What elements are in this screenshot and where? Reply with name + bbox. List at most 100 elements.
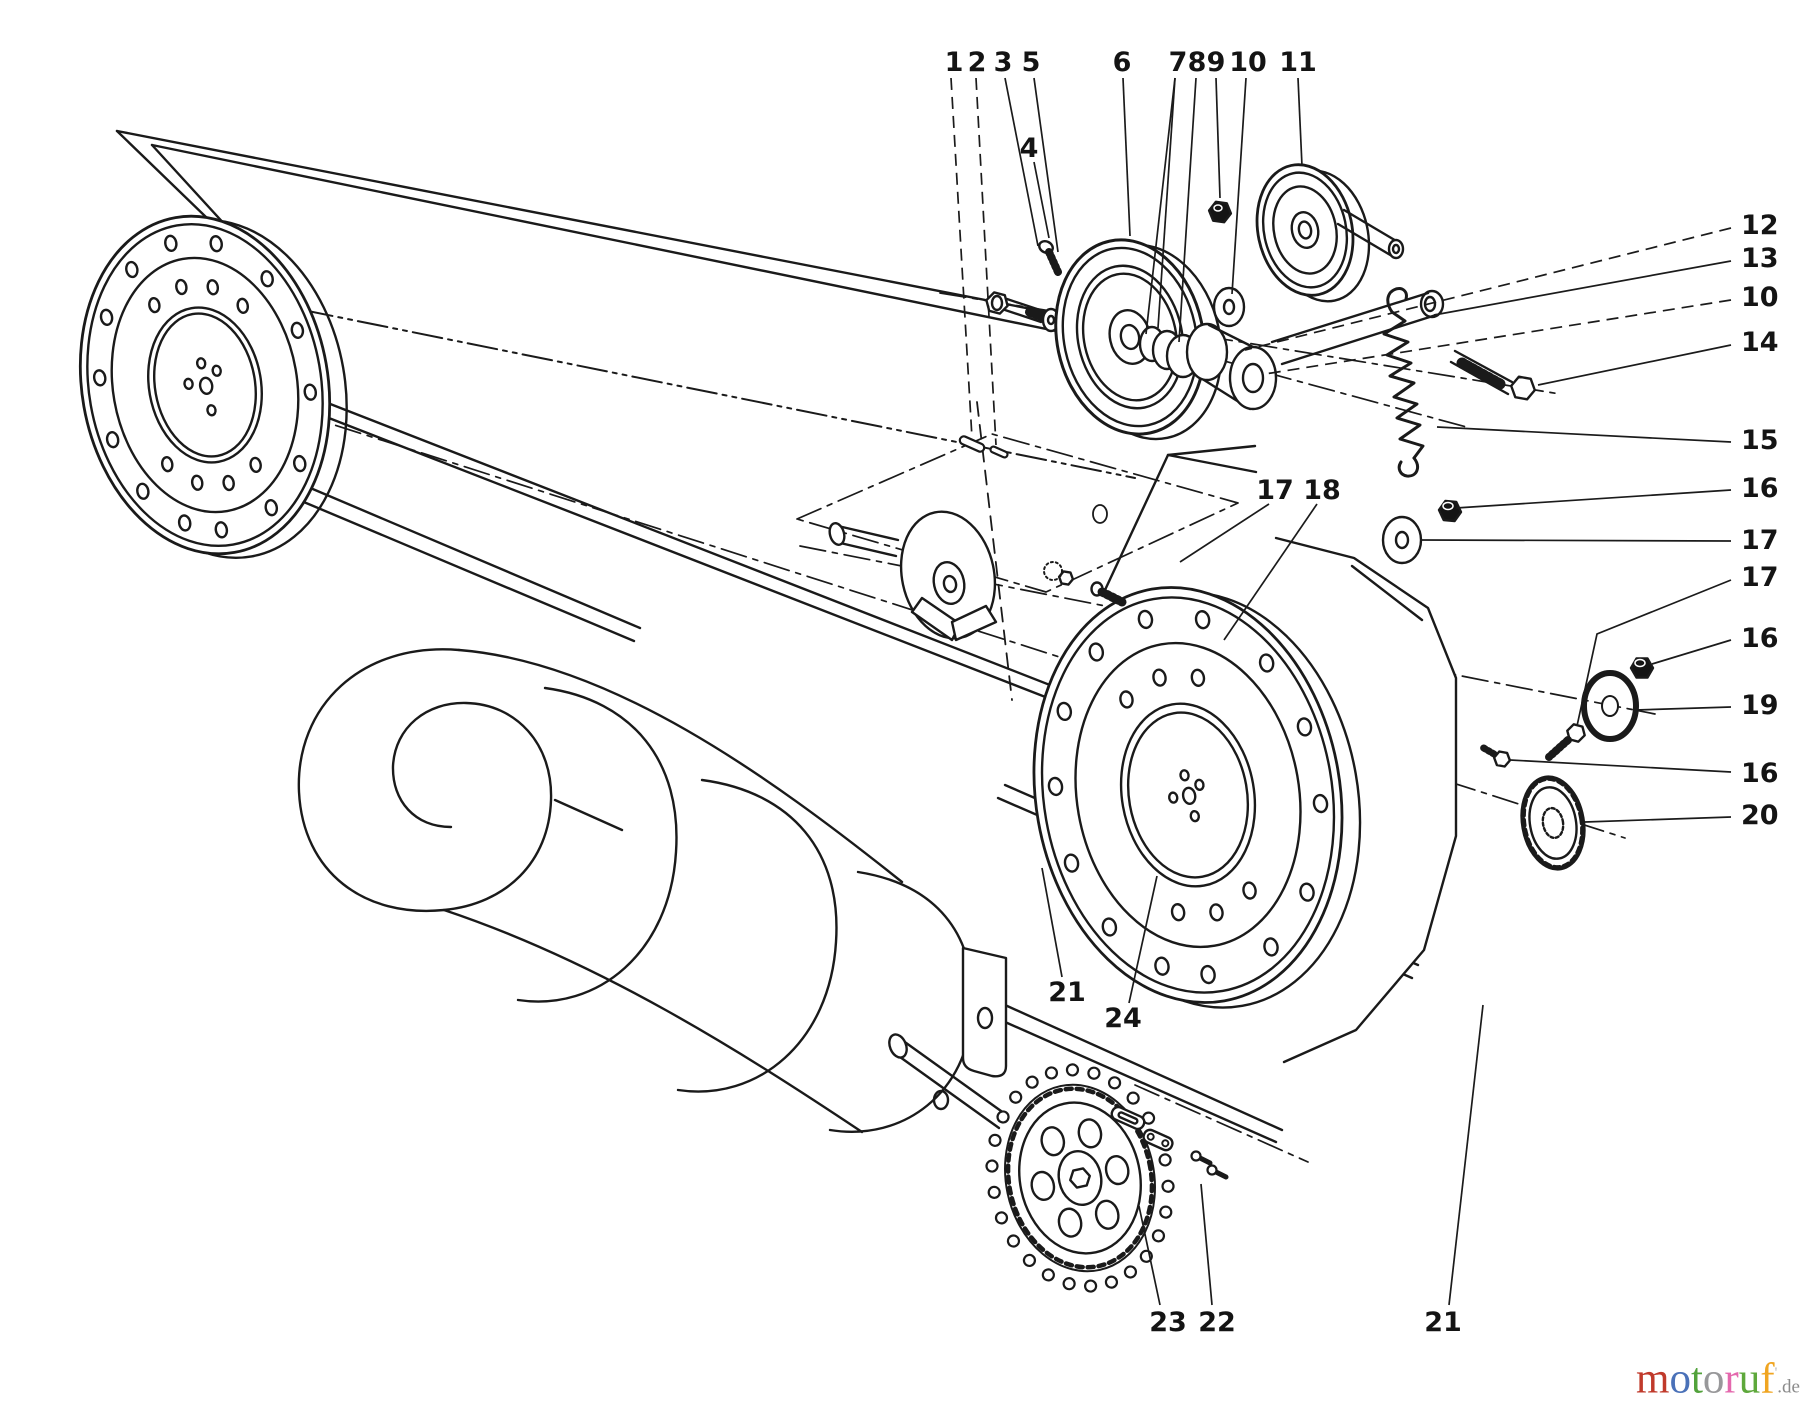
polygon-shape: [1492, 750, 1512, 768]
leader-line: [1576, 579, 1732, 727]
chain-roller: [985, 1159, 999, 1173]
ellipse-shape: [1261, 171, 1349, 289]
watermark-tick: ': [1774, 1365, 1778, 1381]
ellipse-shape: [1032, 586, 1344, 1004]
ellipse-shape: [990, 294, 1004, 312]
ellipse-shape: [86, 222, 324, 548]
ellipse-shape: [1088, 642, 1105, 662]
polygon-shape: [1509, 375, 1537, 401]
line-shape: [1350, 564, 1424, 622]
chain-roller: [1123, 1265, 1138, 1279]
path-shape: [302, 309, 1136, 479]
chain-roller: [1107, 1076, 1122, 1090]
part-label-5: 5: [1022, 47, 1041, 78]
ellipse-shape: [1297, 220, 1313, 240]
ellipse-shape: [1296, 717, 1313, 737]
ellipse-shape: [1601, 695, 1619, 717]
part-label-7: 7: [1169, 47, 1188, 78]
leader-line: [1138, 1205, 1161, 1306]
line-shape: [1025, 307, 1049, 322]
leader-line: [1231, 77, 1247, 295]
path-shape: [516, 686, 678, 1003]
path-shape: [1274, 536, 1458, 1064]
ellipse-shape: [303, 383, 318, 401]
ellipse-shape: [1241, 362, 1265, 394]
ellipse-shape: [236, 297, 250, 314]
circle-shape: [1161, 1139, 1170, 1148]
part-label-10: 10: [1229, 47, 1267, 78]
ellipse-shape: [828, 522, 846, 546]
ellipse-shape: [1185, 322, 1229, 382]
idler-spring-group: [1381, 287, 1537, 565]
line-shape: [1166, 453, 1258, 474]
ellipse-shape: [1047, 776, 1064, 797]
part-label-17: 17: [1741, 525, 1779, 556]
ellipse-shape: [1170, 903, 1186, 922]
ellipse-shape: [152, 312, 258, 458]
watermark-letter: u: [1738, 1355, 1761, 1403]
part-label-19: 19: [1741, 690, 1779, 721]
ellipse-shape: [198, 376, 214, 395]
ellipse-shape: [932, 561, 966, 605]
polygon-shape: [1566, 723, 1586, 743]
ellipse-shape: [136, 482, 150, 500]
watermark-motoruf[interactable]: motoruf'.de: [1636, 1346, 1800, 1403]
ellipse-shape: [1394, 530, 1410, 550]
chain-drive: [961, 946, 1229, 1293]
part-label-16: 16: [1741, 758, 1779, 789]
ellipse-shape: [206, 279, 220, 296]
line-shape: [115, 129, 1090, 322]
line-shape: [150, 143, 1092, 340]
leader-line: [1584, 816, 1732, 823]
circle-shape: [1190, 1150, 1202, 1162]
ellipse-shape: [211, 364, 222, 377]
part-label-4: 4: [1020, 133, 1039, 164]
part-label-6: 6: [1113, 47, 1132, 78]
chain-roller: [1044, 1066, 1059, 1080]
line-shape: [1456, 357, 1506, 390]
ellipse-shape: [1387, 238, 1405, 260]
watermark-letter: r: [1724, 1355, 1739, 1403]
ellipse-shape: [1528, 786, 1578, 860]
ellipse-shape: [1634, 658, 1646, 668]
polygon-shape: [1629, 657, 1655, 679]
line-shape: [1003, 308, 1043, 324]
chain-roller: [1025, 1075, 1039, 1089]
leader-line: [1419, 539, 1732, 542]
line-shape: [1003, 1003, 1284, 1132]
line-shape: [1342, 208, 1400, 244]
ellipse-shape: [1040, 596, 1336, 994]
sprocket-20: [1520, 775, 1586, 871]
leader-line: [1264, 299, 1732, 375]
leader-line: [1041, 867, 1063, 978]
ellipse-shape: [99, 308, 114, 326]
ellipse-shape: [1520, 775, 1586, 871]
ellipse-shape: [206, 404, 217, 417]
part-label-21: 21: [1048, 977, 1086, 1008]
right-shaft-fasteners: [1478, 657, 1655, 871]
leader-line: [1297, 77, 1303, 167]
ellipse-shape: [1222, 298, 1236, 316]
ellipse-shape: [183, 377, 194, 391]
chain-roller: [994, 1211, 1009, 1225]
ellipse-shape: [292, 454, 307, 473]
ellipse-shape: [1581, 670, 1639, 742]
chain-roller: [996, 1110, 1010, 1124]
ellipse-shape: [1299, 882, 1315, 902]
ellipse-shape: [1092, 504, 1108, 524]
line-shape: [1134, 1084, 1309, 1163]
part-label-10: 10: [1741, 282, 1779, 313]
ellipse-shape: [1312, 793, 1329, 814]
line-shape: [1280, 313, 1438, 366]
ellipse-shape: [105, 431, 120, 449]
leader-line: [1433, 260, 1732, 316]
left-end-disc-face: [78, 214, 332, 556]
shaft-key: [958, 435, 986, 453]
part-label-8: 8: [1188, 47, 1207, 78]
watermark-letter: o: [1669, 1355, 1691, 1403]
ellipse-shape: [209, 235, 223, 253]
ellipse-shape: [1154, 956, 1170, 976]
ellipse-shape: [1018, 1101, 1142, 1255]
ellipse-shape: [1057, 1207, 1083, 1238]
part-label-17: 17: [1741, 562, 1779, 593]
